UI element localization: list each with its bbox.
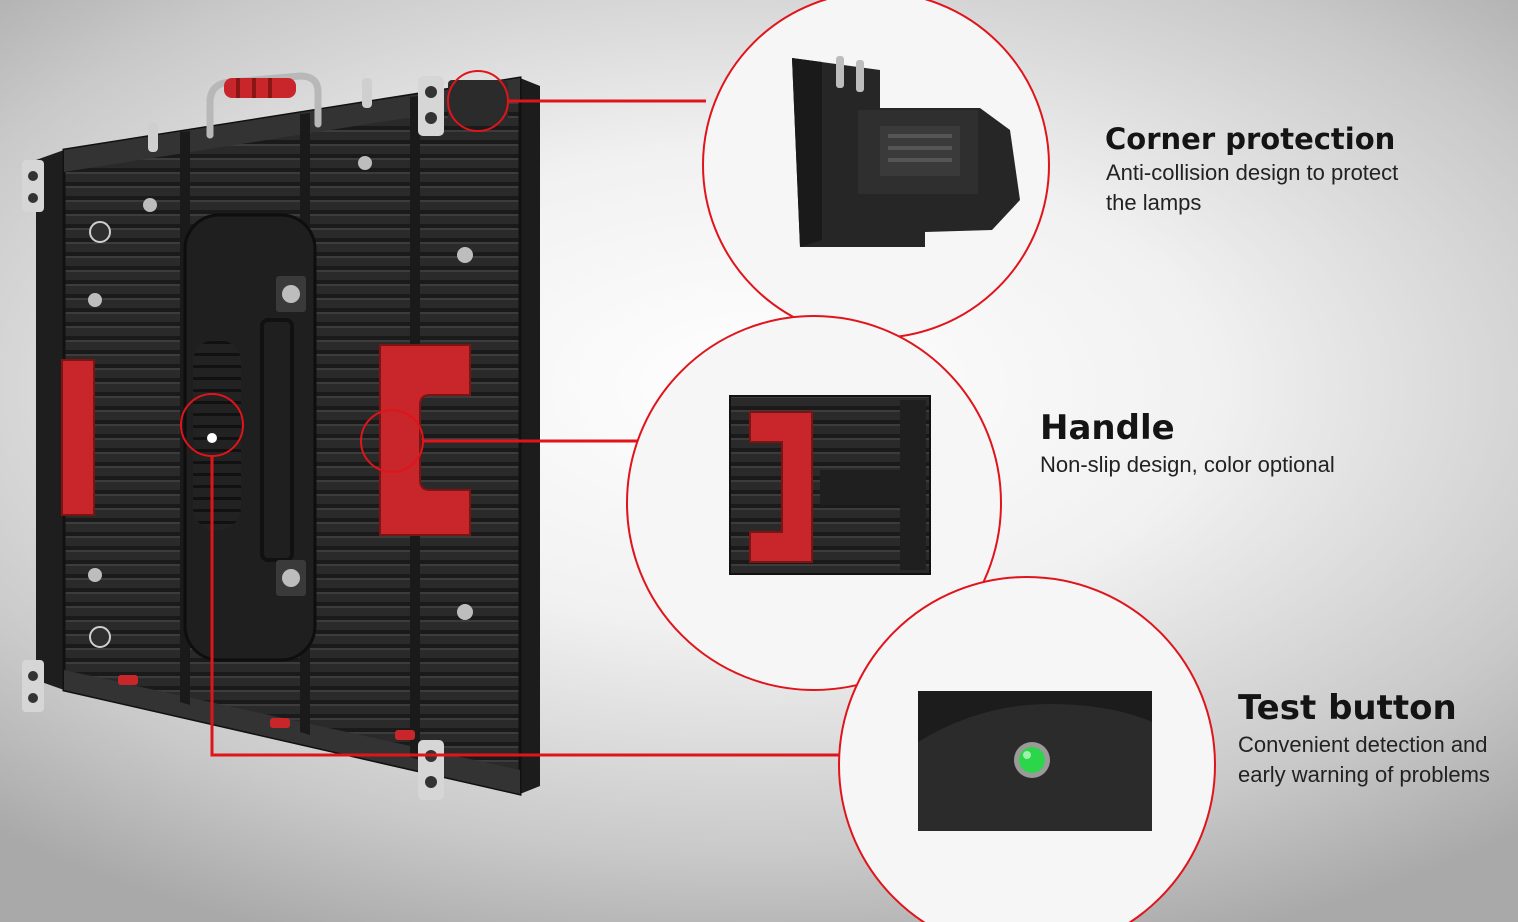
feature-title-test-button: Test button [1238,688,1457,728]
magnifier-corner [702,0,1050,339]
callout-markers [180,70,509,473]
feature-title-corner-protection: Corner protection [1105,122,1396,156]
feature-desc-line: Convenient detection and [1238,732,1488,757]
magnifier-test [838,576,1216,922]
magnifier-handle [626,315,1002,691]
marker-handle [360,409,424,473]
test-button-closeup-photo [918,691,1152,831]
handle-closeup-photo [729,395,931,575]
callout-lines [210,99,845,757]
feature-desc-corner-protection: Anti-collision design to protect the lam… [1106,158,1398,218]
marker-corner [447,70,509,132]
feature-desc-line: early warning of problems [1238,762,1490,787]
feature-desc-line: the lamps [1106,190,1202,215]
feature-desc-handle: Non-slip design, color optional [1040,450,1335,480]
marker-test [180,393,244,457]
feature-title-handle: Handle [1040,408,1175,448]
feature-desc-line: Non-slip design, color optional [1040,452,1335,477]
feature-desc-line: Anti-collision design to protect [1106,160,1399,185]
callout-line-test [210,456,845,757]
led-cabinet-back-photo [22,72,540,800]
feature-desc-test-button: Convenient detection and early warning o… [1238,730,1490,790]
corner-closeup-photo [792,56,1020,247]
